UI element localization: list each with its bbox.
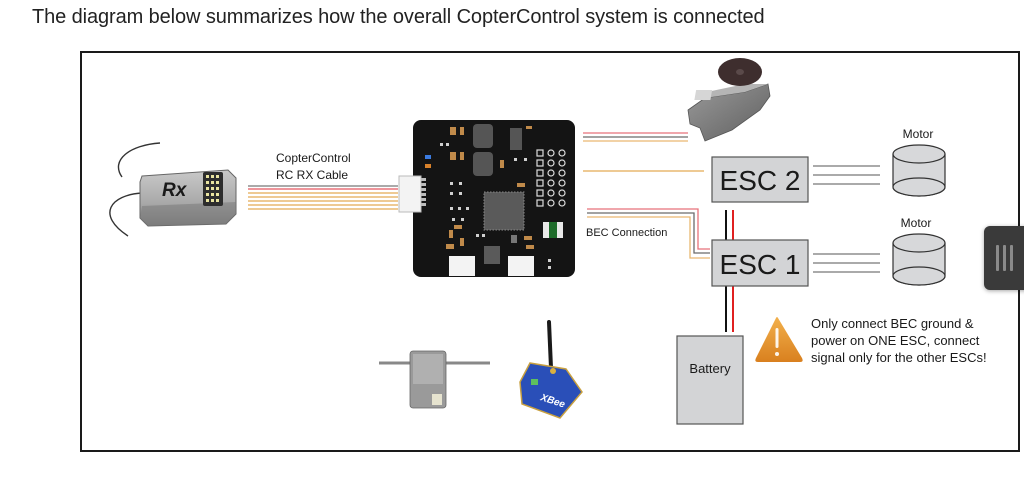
motor-bottom (892, 233, 946, 286)
bec-wires (587, 208, 710, 259)
rx-cable-label-line2: RC RX Cable (276, 168, 348, 182)
warning-text-line1: Only connect BEC ground & (811, 316, 974, 331)
rx-antenna-bottom (109, 192, 143, 237)
battery-label: Battery (689, 361, 731, 376)
flexi-port-connector (449, 256, 475, 276)
rx-pins (206, 175, 219, 202)
esc1-label: ESC 1 (720, 249, 801, 280)
esc2-box (711, 156, 809, 203)
intro-text: The diagram below summarizes how the ove… (32, 6, 765, 28)
servo (687, 58, 771, 142)
coptercontrol-board (398, 120, 575, 277)
handle-grip-icon (1002, 245, 1006, 271)
output-header-pins (536, 149, 566, 207)
rx-cable-label-line1: CopterControl (276, 151, 351, 165)
mcu-chip (483, 191, 525, 231)
esc1-box (711, 239, 809, 287)
handle-grip-icon (995, 245, 999, 271)
rx-cable (248, 185, 398, 210)
warning-text-line2: power on ONE ESC, connect (811, 333, 980, 348)
motor-top (892, 144, 946, 197)
rx-label: Rx (162, 180, 188, 201)
esc2-label: ESC 2 (720, 165, 801, 196)
receiver-rx: Rx (109, 142, 237, 237)
rx-antenna-top (117, 142, 161, 178)
side-panel-handle[interactable] (984, 226, 1024, 290)
bec-connection-label: BEC Connection (586, 227, 667, 239)
rc-input-connector (398, 175, 422, 213)
esc1-motor-wires (813, 253, 880, 273)
battery-box (676, 335, 744, 425)
handle-grip-icon (1009, 245, 1013, 271)
servo-wires (583, 132, 688, 142)
motor-top-label: Motor (903, 127, 934, 141)
motor-bottom-label: Motor (901, 216, 932, 230)
satellite-receiver (379, 350, 490, 409)
esc2-motor-wires (813, 165, 880, 185)
warning-text-line3: signal only for the other ESCs! (811, 350, 987, 365)
main-port-connector (508, 256, 534, 276)
xbee-module: XBee (519, 320, 583, 419)
warning-icon (755, 317, 803, 362)
